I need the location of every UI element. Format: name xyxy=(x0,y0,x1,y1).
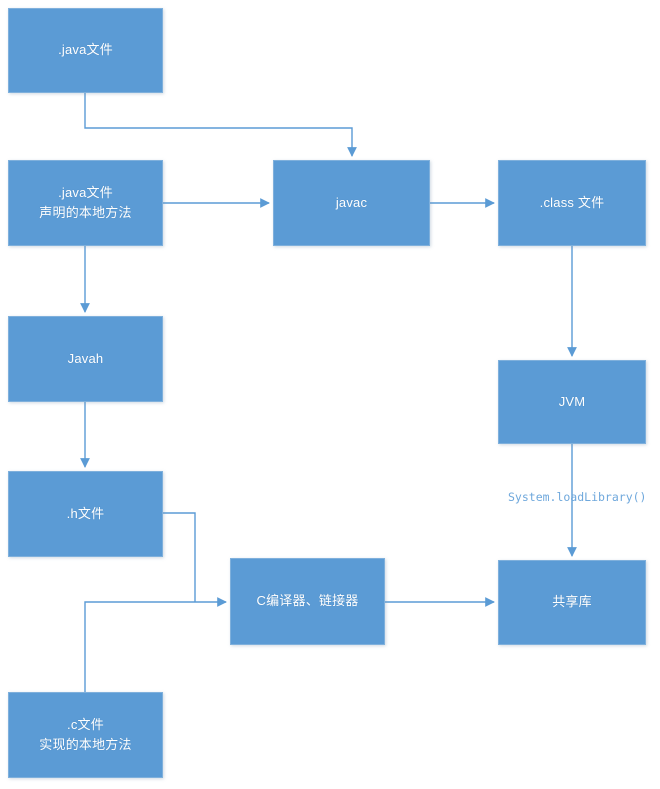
node-java-file[interactable]: .java文件 xyxy=(8,8,163,93)
node-label: .h文件 xyxy=(66,505,105,521)
edge-cfile-to-ccompiler xyxy=(84,597,227,692)
edge-java-to-javac xyxy=(84,93,357,157)
node-jvm[interactable]: JVM xyxy=(498,360,646,444)
node-class-file[interactable]: .class 文件 xyxy=(498,160,646,246)
node-label: .java文件 xyxy=(58,42,113,58)
node-c-compiler-linker[interactable]: C编译器、链接器 xyxy=(230,558,385,645)
node-label: javac xyxy=(335,194,368,210)
node-javah[interactable]: Javah xyxy=(8,316,163,402)
node-h-file[interactable]: .h文件 xyxy=(8,471,163,557)
node-label: .c文件 实现的本地方法 xyxy=(39,716,132,752)
node-c-file-native-implementation[interactable]: .c文件 实现的本地方法 xyxy=(8,692,163,778)
node-label: JVM xyxy=(558,393,586,409)
node-label: .class 文件 xyxy=(539,194,605,210)
node-shared-library[interactable]: 共享库 xyxy=(498,560,646,645)
node-label: 共享库 xyxy=(552,594,592,610)
node-java-file-native-declaration[interactable]: .java文件 声明的本地方法 xyxy=(8,160,163,246)
edge-h-to-ccompiler xyxy=(163,512,196,602)
node-label: .java文件 声明的本地方法 xyxy=(39,184,132,220)
edge-label-load-library: System.loadLibrary() xyxy=(508,490,647,504)
node-javac[interactable]: javac xyxy=(273,160,430,246)
node-label: C编译器、链接器 xyxy=(256,593,359,609)
node-label: Javah xyxy=(67,350,104,366)
